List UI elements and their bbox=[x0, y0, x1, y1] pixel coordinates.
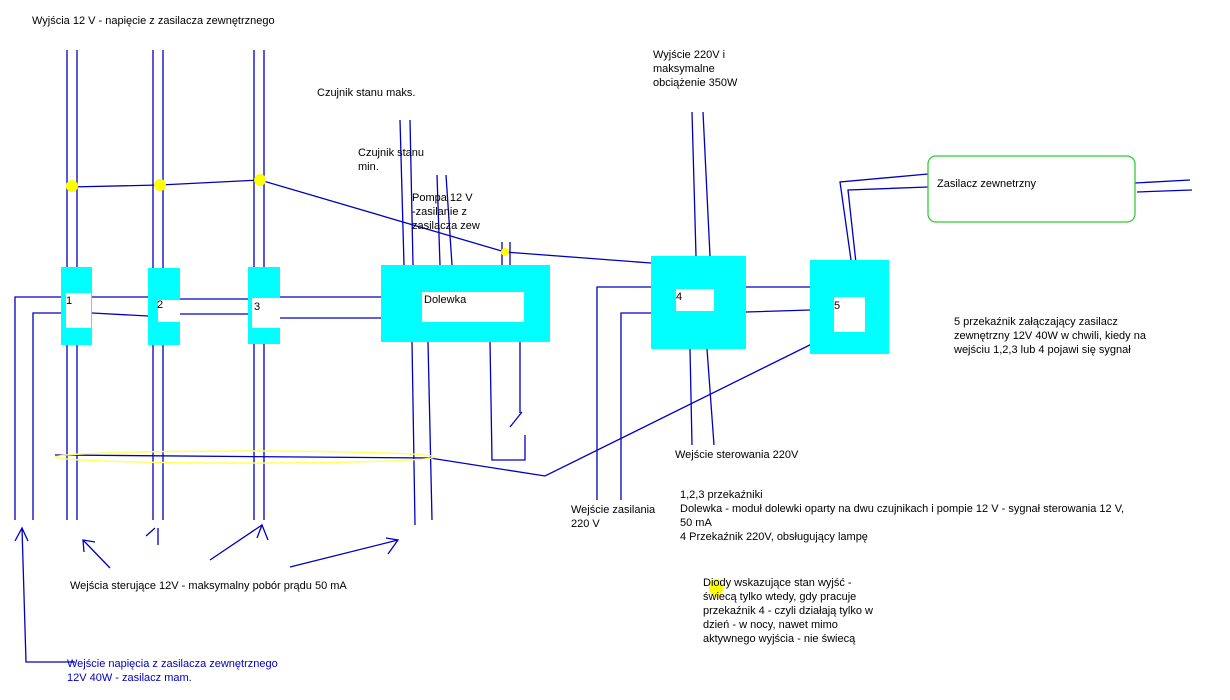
svg-text:4: 4 bbox=[676, 291, 682, 303]
svg-text:-zasilanie z: -zasilanie z bbox=[412, 206, 467, 218]
wires bbox=[14, 50, 1193, 526]
relay5-description: 5 przekaźnik załączający zasilacz zewnętr… bbox=[953, 316, 1147, 356]
svg-text:przekaźnik 4 - czyli działają: przekaźnik 4 - czyli działają tylko w bbox=[703, 605, 873, 617]
svg-text:min.: min. bbox=[358, 161, 379, 173]
control-inputs-highlight bbox=[54, 450, 436, 464]
svg-text:Dolewka: Dolewka bbox=[424, 294, 467, 306]
external-psu: Zasilacz zewnetrzny bbox=[927, 155, 1136, 223]
sensor-max-label: Czujnik stanu maks. bbox=[317, 87, 415, 99]
led-legend-text: Diody wskazujące stan wyjść - świecą tylk… bbox=[703, 577, 873, 645]
output-220-label: Wyjście 220V i maksymalne obciążenie 350W bbox=[653, 49, 738, 89]
svg-text:Pompa 12 V: Pompa 12 V bbox=[412, 192, 473, 204]
svg-text:5 przekaźnik załączający zasil: 5 przekaźnik załączający zasilacz bbox=[954, 316, 1118, 328]
svg-text:Czujnik stanu: Czujnik stanu bbox=[358, 147, 424, 159]
svg-text:Wejście zasilania: Wejście zasilania bbox=[571, 504, 656, 516]
control-220-label: Wejście sterowania 220V bbox=[675, 449, 799, 461]
svg-text:zewnętrzny 12V 40W w chwili, k: zewnętrzny 12V 40W w chwili, kiedy na bbox=[954, 330, 1147, 342]
control-inputs-label: Wejścia sterujące 12V - maksymalny pobór… bbox=[70, 580, 347, 592]
supply-220-label: Wejście zasilania 220 V bbox=[571, 504, 656, 530]
svg-text:świecą tylko wtedy, gdy pracuj: świecą tylko wtedy, gdy pracuje bbox=[703, 591, 856, 603]
svg-text:obciążenie 350W: obciążenie 350W bbox=[653, 77, 738, 89]
relay-4: 4 bbox=[651, 256, 746, 349]
svg-text:Wejście napięcia z zasilacza z: Wejście napięcia z zasilacza zewnętrzneg… bbox=[67, 658, 278, 670]
svg-text:dzień - w nocy, nawet mimo: dzień - w nocy, nawet mimo bbox=[703, 619, 838, 631]
svg-text:12V 40W - zasilacz mam.: 12V 40W - zasilacz mam. bbox=[67, 672, 192, 684]
sensor-min-label: Czujnik stanu min. bbox=[358, 147, 424, 173]
svg-text:Diody wskazujące stan wyjść -: Diody wskazujące stan wyjść - bbox=[703, 577, 852, 589]
svg-text:maksymalne: maksymalne bbox=[653, 63, 715, 75]
svg-text:Wyjście 220V i: Wyjście 220V i bbox=[653, 49, 725, 61]
svg-text:3: 3 bbox=[254, 301, 260, 313]
svg-text:4 Przekaźnik 220V, obsługujący: 4 Przekaźnik 220V, obsługujący lampę bbox=[680, 531, 868, 543]
svg-text:220 V: 220 V bbox=[571, 518, 600, 530]
relay-1: 1 bbox=[61, 267, 92, 345]
relay-3: 3 bbox=[248, 267, 280, 344]
svg-text:Dolewka - moduł dolewki oparty: Dolewka - moduł dolewki oparty na dwu cz… bbox=[680, 503, 1124, 515]
arrows bbox=[14, 523, 400, 663]
svg-text:50 mA: 50 mA bbox=[680, 517, 712, 529]
svg-text:1: 1 bbox=[66, 295, 72, 307]
svg-text:1,2,3 przekaźniki: 1,2,3 przekaźniki bbox=[680, 489, 763, 501]
svg-text:Zasilacz zewnetrzny: Zasilacz zewnetrzny bbox=[937, 178, 1037, 190]
svg-text:2: 2 bbox=[157, 299, 163, 311]
relay-5: 5 bbox=[810, 260, 889, 354]
relay-2: 2 bbox=[148, 268, 180, 345]
svg-text:5: 5 bbox=[834, 300, 840, 312]
led-indicators bbox=[66, 174, 723, 597]
psu-input-label: Wejście napięcia z zasilacza zewnętrzneg… bbox=[67, 658, 278, 684]
svg-text:wejściu 1,2,3 lub 4 pojawi się: wejściu 1,2,3 lub 4 pojawi się sygnał bbox=[953, 344, 1131, 356]
svg-text:zasilacza zew: zasilacza zew bbox=[412, 220, 480, 232]
legend-led-icon bbox=[709, 579, 723, 597]
svg-text:aktywnego wyjścia - nie świecą: aktywnego wyjścia - nie świecą bbox=[703, 633, 856, 645]
pump-label: Pompa 12 V -zasilanie z zasilacza zew bbox=[412, 192, 480, 232]
dolewka-module: Dolewka bbox=[381, 265, 550, 342]
outputs-12v-label: Wyjścia 12 V - napięcie z zasilacza zewn… bbox=[32, 15, 275, 27]
